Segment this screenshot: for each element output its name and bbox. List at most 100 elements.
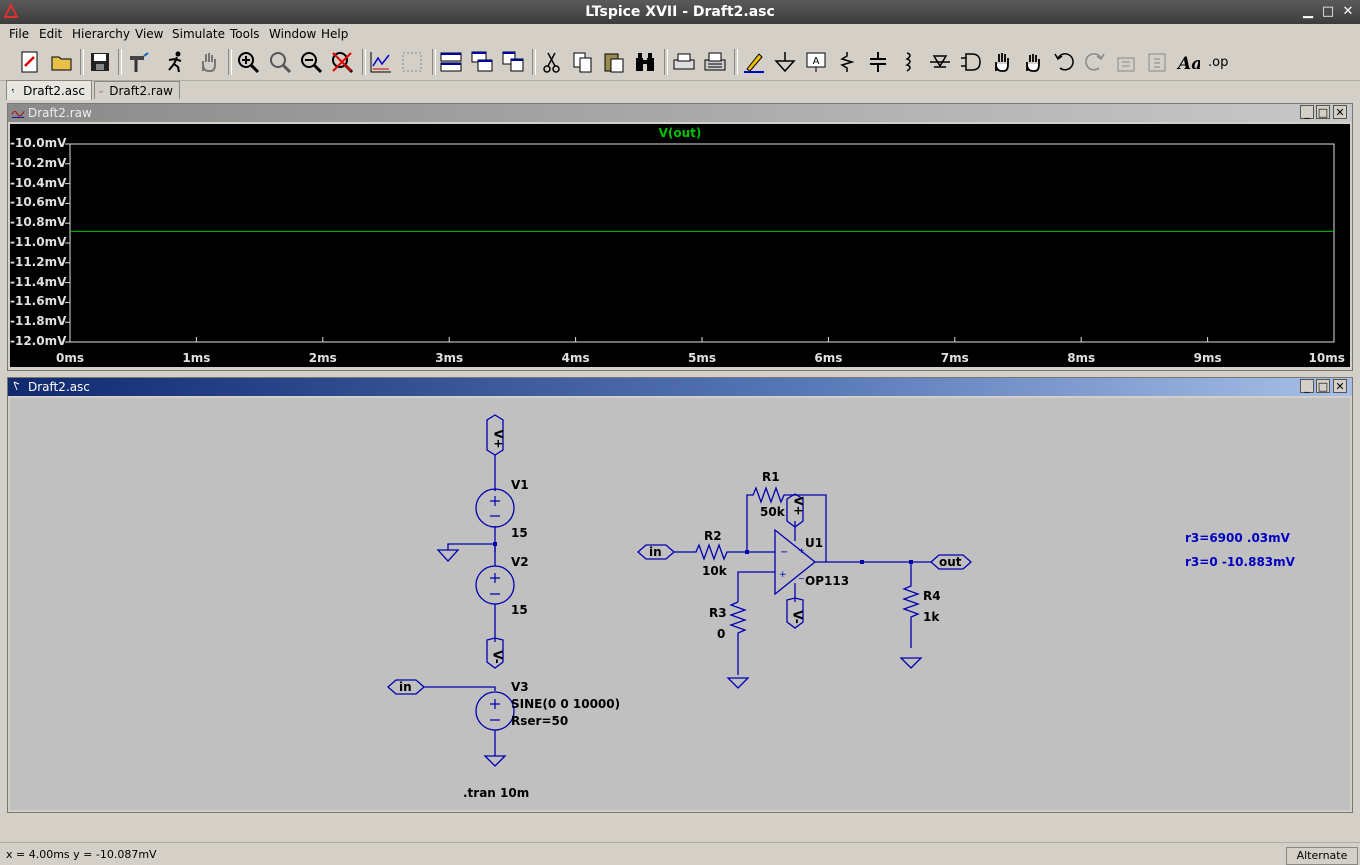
r4-label[interactable]: R4: [923, 589, 941, 603]
v2-source[interactable]: [475, 565, 515, 605]
halt-hand-icon[interactable]: [194, 48, 222, 76]
out-flag-text: out: [939, 555, 962, 569]
u1-vminus-flag[interactable]: [786, 583, 804, 629]
trace-label-vout[interactable]: V(out): [658, 126, 702, 140]
v1-source[interactable]: [475, 488, 515, 528]
menu-window[interactable]: Window: [269, 27, 317, 41]
v3-value-sine[interactable]: SINE(0 0 10000): [511, 697, 621, 711]
plot-frame: [69, 143, 1335, 343]
waveform-close-button[interactable]: ✕: [1333, 105, 1347, 119]
v2-value[interactable]: 15: [511, 603, 528, 617]
r2-label[interactable]: R2: [704, 529, 722, 543]
tran-directive[interactable]: .tran 10m: [463, 786, 530, 800]
r4-resistor[interactable]: [902, 562, 920, 648]
redo-icon[interactable]: [1081, 48, 1109, 76]
copy-icon[interactable]: [569, 48, 597, 76]
r3-value[interactable]: 0: [717, 627, 726, 641]
draw-wire-pencil-icon[interactable]: [740, 48, 768, 76]
r2-resistor[interactable]: [674, 543, 747, 561]
move-hand-icon[interactable]: [988, 48, 1016, 76]
menu-tools[interactable]: Tools: [230, 27, 260, 41]
v3-label[interactable]: V3: [511, 680, 529, 694]
menu-hierarchy[interactable]: Hierarchy: [72, 27, 131, 41]
rotate-icon[interactable]: [1112, 48, 1140, 76]
zoom-in-icon[interactable]: [234, 48, 262, 76]
diode-icon[interactable]: [926, 48, 954, 76]
tile-vertical-icon[interactable]: [499, 48, 527, 76]
new-schematic-icon[interactable]: [16, 48, 44, 76]
control-panel-hammer-icon[interactable]: [124, 48, 152, 76]
out-net-flag[interactable]: [930, 554, 972, 570]
v1-value[interactable]: 15: [511, 526, 528, 540]
resistor-icon[interactable]: [833, 48, 861, 76]
print-icon[interactable]: [701, 48, 729, 76]
label-net-icon[interactable]: A: [802, 48, 830, 76]
paste-icon[interactable]: [600, 48, 628, 76]
cascade-icon[interactable]: [468, 48, 496, 76]
tab-draft2-asc[interactable]: Draft2.asc: [6, 80, 92, 100]
save-icon[interactable]: [86, 48, 114, 76]
print-preview-icon[interactable]: [670, 48, 698, 76]
mirror-icon[interactable]: [1143, 48, 1171, 76]
menu-view[interactable]: View: [135, 27, 164, 41]
schematic-maximize-button[interactable]: □: [1316, 379, 1330, 393]
zoom-out-icon[interactable]: [297, 48, 325, 76]
waveform-minimize-button[interactable]: _: [1300, 105, 1314, 119]
schematic-minimize-button[interactable]: _: [1300, 379, 1314, 393]
waveform-plot[interactable]: V(out) -10.0mV-10.2mV-10.4mV-10.6mV-10.8…: [10, 124, 1350, 367]
spice-directive-icon[interactable]: .op: [1205, 48, 1233, 76]
r1-label[interactable]: R1: [762, 470, 780, 484]
vminus-net-flag[interactable]: [486, 637, 504, 669]
menu-help[interactable]: Help: [321, 27, 349, 41]
u1-opamp[interactable]: [774, 528, 817, 596]
menu-edit[interactable]: Edit: [39, 27, 63, 41]
r2-value[interactable]: 10k: [702, 564, 727, 578]
vplus-net-flag[interactable]: [486, 414, 504, 456]
u1-vplus-flag[interactable]: [786, 493, 804, 541]
text-icon[interactable]: Aa: [1174, 48, 1202, 76]
schematic-canvas[interactable]: − + + − V+ V- V+ V- in in ou: [10, 398, 1350, 810]
title-bar: LTspice XVII - Draft2.asc ▁ □ ✕: [0, 0, 1360, 24]
zoom-cancel-icon[interactable]: [328, 48, 356, 76]
autorange-icon[interactable]: [367, 48, 395, 76]
open-folder-icon[interactable]: [48, 48, 76, 76]
r3-label[interactable]: R3: [709, 606, 727, 620]
schematic-close-button[interactable]: ✕: [1333, 379, 1347, 393]
maximize-window-button[interactable]: □: [1321, 4, 1335, 19]
u1-label[interactable]: U1: [805, 536, 824, 550]
menu-bar: File Edit Hierarchy View Simulate Tools …: [0, 24, 1360, 44]
tile-horizontal-icon[interactable]: [437, 48, 465, 76]
v1-label[interactable]: V1: [511, 478, 529, 492]
v3-source[interactable]: [475, 691, 515, 731]
schematic-drawing[interactable]: − + + −: [10, 398, 1350, 810]
zoom-fit-icon[interactable]: [266, 48, 294, 76]
comment-note-2[interactable]: r3=0 -10.883mV: [1185, 555, 1295, 569]
v3-value-rser[interactable]: Rser=50: [511, 714, 569, 728]
comment-note-1[interactable]: r3=6900 .03mV: [1185, 531, 1290, 545]
ground-icon[interactable]: [771, 48, 799, 76]
component-icon[interactable]: [957, 48, 985, 76]
r1-value[interactable]: 50k: [760, 505, 785, 519]
y-tick-label: -11.8mV: [10, 314, 67, 329]
capacitor-icon[interactable]: [864, 48, 892, 76]
waveform-maximize-button[interactable]: □: [1316, 105, 1330, 119]
tab-draft2-raw[interactable]: Draft2.raw: [94, 81, 180, 99]
cut-scissors-icon[interactable]: [538, 48, 566, 76]
undo-icon[interactable]: [1050, 48, 1078, 76]
u1-value[interactable]: OP113: [805, 574, 850, 588]
inductor-icon[interactable]: [895, 48, 923, 76]
close-window-button[interactable]: ✕: [1342, 4, 1354, 19]
menu-simulate[interactable]: Simulate: [172, 27, 226, 41]
waveform-plot-area[interactable]: [10, 124, 1350, 367]
r1-resistor[interactable]: [746, 486, 827, 562]
r4-value[interactable]: 1k: [923, 610, 940, 624]
plot-settings-icon[interactable]: [398, 48, 426, 76]
run-icon[interactable]: [162, 48, 190, 76]
v2-label[interactable]: V2: [511, 555, 529, 569]
menu-file[interactable]: File: [9, 27, 30, 41]
find-binoculars-icon[interactable]: [631, 48, 659, 76]
minimize-window-button[interactable]: ▁: [1303, 4, 1313, 19]
u1-vminus-flag-text: V-: [790, 610, 805, 624]
r3-resistor[interactable]: [729, 601, 747, 675]
drag-hand-icon[interactable]: [1019, 48, 1047, 76]
